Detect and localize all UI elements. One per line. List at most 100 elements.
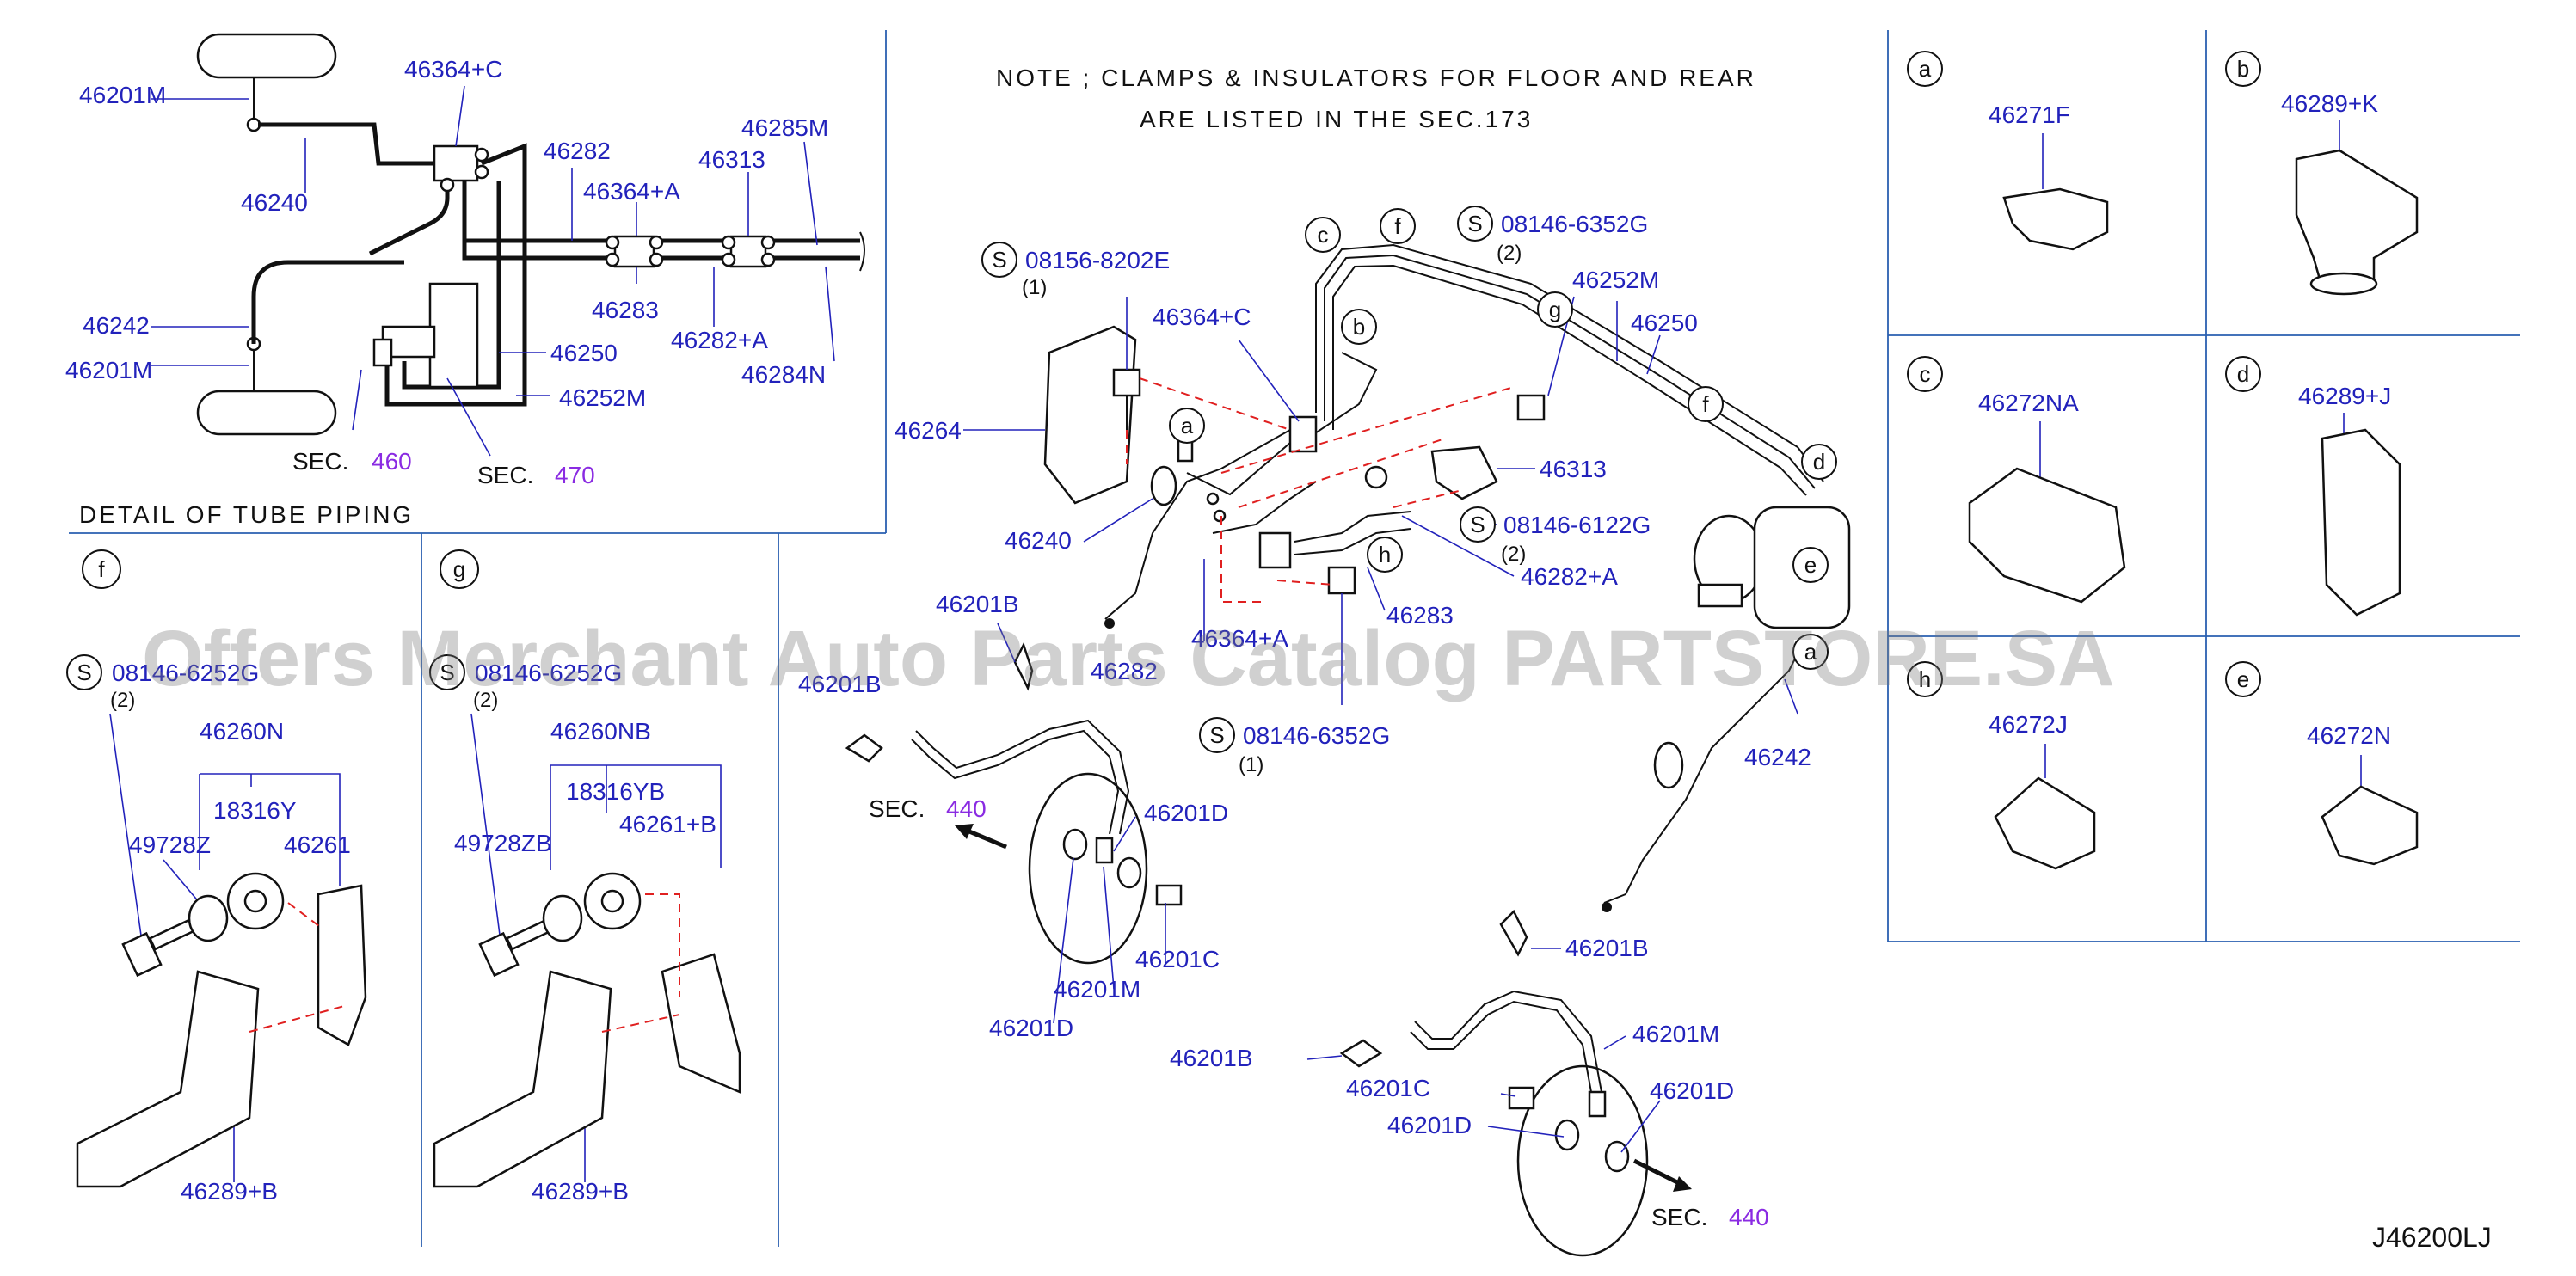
label-46252M: 46252M [1572, 267, 1659, 293]
sec-440-rear-number[interactable]: 440 [1729, 1204, 1769, 1230]
s-code-08146-6352G-b: 08146-6352G [1243, 722, 1390, 749]
svg-text:e: e [2237, 666, 2249, 692]
inset-c: c 46272NA [1907, 356, 2126, 604]
sec-440-front-number[interactable]: 440 [946, 795, 987, 822]
label-46242: 46242 [1744, 744, 1811, 770]
panel-f-clamp [76, 970, 260, 1188]
panel-f-label-46261: 46261 [284, 831, 351, 858]
callout-d: d [1801, 444, 1837, 480]
panel-g-washer [542, 894, 583, 942]
s-qty-2: (2) [1497, 242, 1522, 265]
panel-f-label-49728Z: 49728Z [129, 831, 211, 858]
label-46201B-rear-b: 46201B [1170, 1045, 1253, 1071]
callout-a-1: a [1169, 408, 1205, 444]
bracket-46264 [1043, 325, 1137, 505]
svg-text:c: c [1318, 222, 1329, 248]
sec-470-number[interactable]: 470 [555, 462, 595, 488]
label-46201M-rear: 46201M [1632, 1021, 1719, 1047]
inset-h: h 46272J [1907, 661, 2096, 870]
label-46264: 46264 [895, 417, 962, 444]
svg-text:g: g [1549, 297, 1561, 322]
s-code-08146-6352G-a: 08146-6352G [1501, 211, 1648, 237]
panel-f-washer [188, 894, 229, 942]
detail-label-46240: 46240 [241, 189, 308, 216]
panel-g-bracket [661, 953, 741, 1094]
label-46313: 46313 [1540, 456, 1607, 482]
panel-g-label-46261B: 46261+B [619, 811, 716, 837]
wheel-rear [196, 390, 337, 436]
bolt-08156-8202E [1112, 368, 1141, 397]
callout-h: h [1367, 537, 1403, 573]
label-46201D-front-a: 46201D [1144, 800, 1228, 826]
sec-460-prefix: SEC. [292, 448, 348, 475]
main-assembly [845, 243, 1851, 1257]
note-line-1: NOTE ; CLAMPS & INSULATORS FOR FLOOR AND… [996, 64, 1756, 91]
s-mark-2: S [1467, 211, 1482, 236]
label-46201M-front: 46201M [1054, 976, 1140, 1003]
label-46201B-rear-a: 46201B [1565, 935, 1649, 961]
svg-text:b: b [1353, 314, 1365, 340]
s-qty-4: (1) [1239, 753, 1263, 776]
detail-title: DETAIL OF TUBE PIPING [79, 501, 414, 528]
label-46283: 46283 [1386, 602, 1454, 629]
panel-f-bracket [317, 884, 367, 1046]
tube-piping-detail [151, 33, 865, 457]
panel-f-letter: f [98, 556, 105, 582]
bolt-08146-6352G-upper [1516, 394, 1546, 421]
bracket-46313 [1430, 445, 1498, 500]
panel-g-clamp [433, 970, 612, 1188]
label-46201C-front: 46201C [1135, 946, 1220, 972]
panel-g-s-mark: S [440, 659, 454, 685]
panel-g-label-49728ZB: 49728ZB [454, 830, 552, 856]
detail-label-46284N: 46284N [741, 361, 826, 388]
svg-text:h: h [1919, 666, 1931, 692]
s-qty-3: (2) [1501, 543, 1526, 566]
svg-text:c: c [1920, 361, 1931, 387]
inset-d: d 46289+J [2225, 356, 2401, 617]
junction-block-c [433, 144, 479, 182]
panel-g-qty: (2) [473, 689, 498, 712]
panel-g-letter: g [453, 556, 465, 582]
panel-f-bolt [121, 918, 196, 978]
panel-f-label-46289B: 46289+B [181, 1178, 278, 1205]
brake-booster [428, 282, 479, 389]
sec-440-front-prefix: SEC. [869, 795, 925, 822]
inset-c-part: 46272NA [1978, 390, 2079, 416]
label-46240: 46240 [1005, 527, 1072, 554]
panel-g-label-46260NB: 46260NB [550, 718, 651, 745]
svg-text:a: a [1804, 639, 1817, 665]
svg-text:a: a [1919, 56, 1932, 82]
detail-label-46201M-top: 46201M [79, 82, 166, 108]
inset-e-part: 46272N [2307, 722, 2391, 749]
callout-a-2: a [1792, 634, 1829, 670]
s-code-08146-6122G: 08146-6122G [1503, 512, 1651, 538]
label-46201B-front-b: 46201B [798, 671, 882, 697]
detail-label-46364A: 46364+A [583, 178, 680, 205]
junction-block-313 [729, 235, 767, 268]
panel-f-qty: (2) [110, 689, 135, 712]
svg-text:b: b [2237, 56, 2249, 82]
s-mark-1: S [992, 247, 1006, 273]
block-46364A [1258, 531, 1292, 569]
label-46282: 46282 [1091, 658, 1158, 684]
svg-text:d: d [1813, 449, 1825, 475]
label-46364C: 46364+C [1153, 304, 1251, 330]
panel-g-label-18316YB: 18316YB [566, 778, 665, 805]
sec-470-prefix: SEC. [477, 462, 533, 488]
svg-text:a: a [1181, 413, 1194, 439]
s-mark-3: S [1470, 512, 1485, 537]
bolt-08146-6352G-lower [1327, 566, 1356, 595]
panel-f-bolt-code: 08146-6252G [112, 659, 259, 686]
panel-borders [69, 30, 2520, 1247]
panel-g-label-46289B: 46289+B [532, 1178, 629, 1205]
label-46201D-rear-a: 46201D [1387, 1112, 1472, 1138]
detail-label-46242: 46242 [83, 312, 150, 339]
label-46201D-front-b: 46201D [989, 1015, 1073, 1041]
callout-b: b [1341, 309, 1377, 345]
detail-label-46282: 46282 [544, 138, 611, 164]
junction-block-a [613, 235, 655, 268]
detail-label-46282A: 46282+A [671, 327, 768, 353]
sec-460-number[interactable]: 460 [372, 448, 412, 475]
label-46282A: 46282+A [1521, 563, 1618, 590]
inset-a-part: 46271F [1989, 101, 2070, 128]
